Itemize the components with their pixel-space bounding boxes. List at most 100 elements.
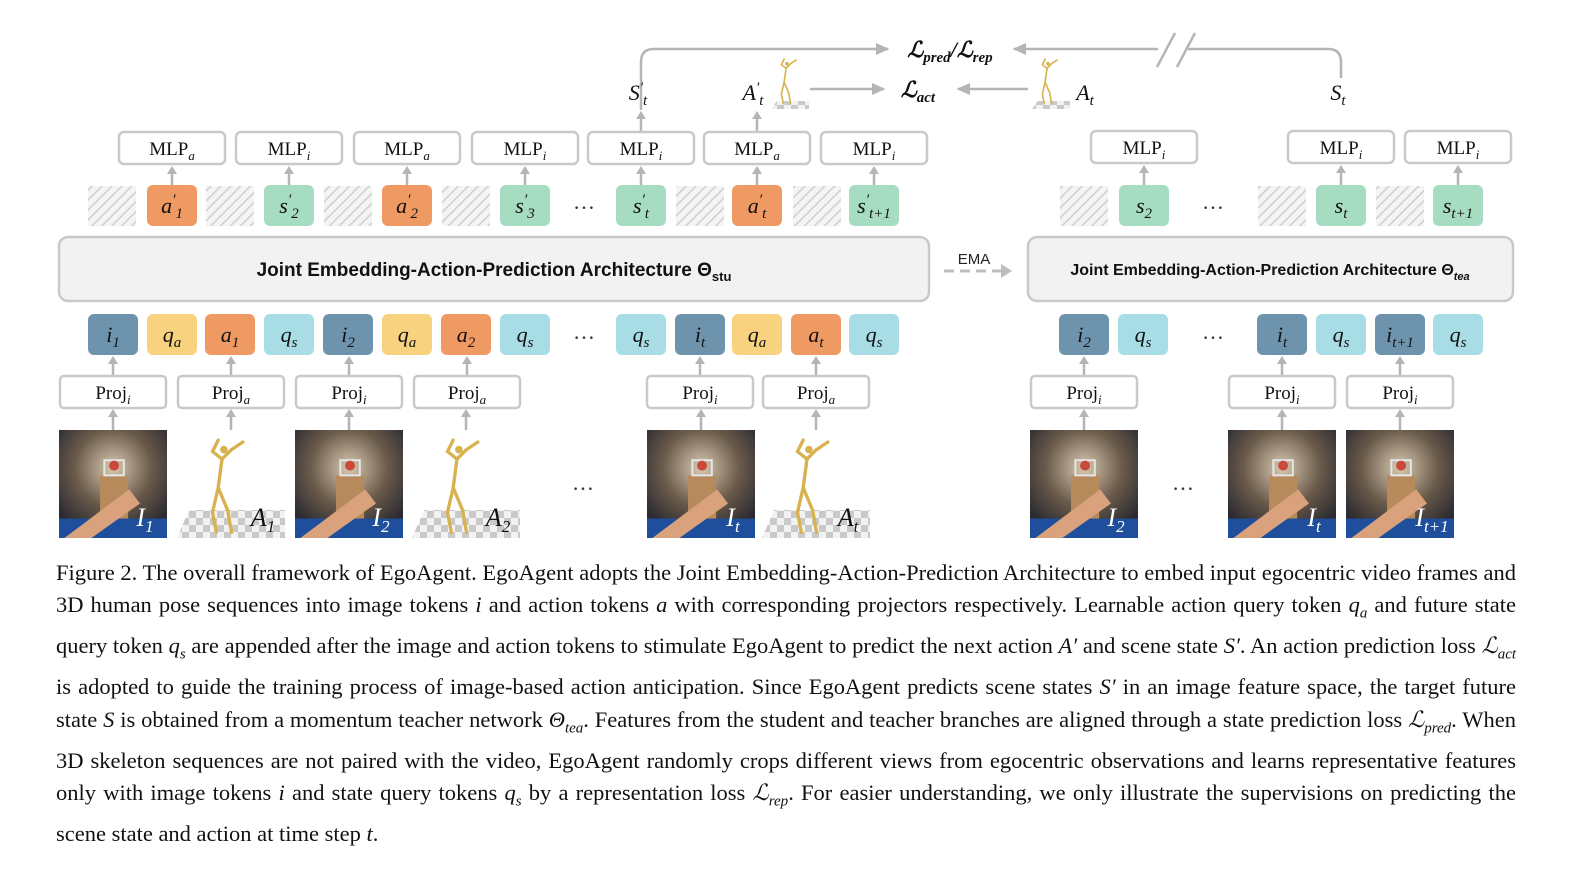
up-arrow-head: [1336, 165, 1346, 173]
student-input-token-label: i1: [106, 322, 120, 351]
teacher-backbone-label: Joint Embedding-Action-Prediction Archit…: [1070, 262, 1469, 283]
figure-caption: Figure 2. The overall framework of EgoAg…: [56, 557, 1516, 850]
skeleton-bone: [216, 485, 230, 513]
teacher-projector-label: Proji: [1382, 383, 1418, 407]
student-input-token: [205, 314, 255, 355]
student-projector-label: Proji: [331, 383, 367, 407]
student-frame-label: A2: [484, 503, 511, 536]
student-frame-label: I1: [135, 503, 153, 536]
student-input-token: [323, 314, 373, 355]
backboard: [1074, 459, 1096, 477]
student-video-frame: I2: [295, 430, 403, 538]
target-a-t: At: [1074, 80, 1094, 109]
teacher-projector-label: Proji: [1066, 383, 1102, 407]
student-input-token-label: i2: [341, 322, 355, 351]
student-mlp-box: [819, 130, 929, 166]
skeleton-bone: [780, 81, 785, 95]
student-input-token: [441, 314, 491, 355]
skeleton-bone: [795, 449, 809, 461]
skeleton-bone: [1041, 58, 1046, 66]
student-input-token-label: qs: [517, 322, 534, 351]
skeleton-bone: [1046, 62, 1053, 70]
caption-math: S: [103, 706, 115, 732]
skeleton-bone: [811, 508, 819, 534]
basketball: [1080, 460, 1091, 471]
caption-math: a: [656, 592, 668, 618]
skeleton-bone: [783, 67, 787, 83]
skeleton-bone: [220, 447, 234, 461]
teacher-output-token-label: s2: [1136, 193, 1153, 222]
skeleton-bone: [805, 447, 819, 461]
teacher-projector-box: [1227, 374, 1337, 410]
caption-math: ℒact: [1481, 633, 1517, 663]
caption-math: t: [366, 820, 373, 846]
caption-paragraph: Figure 2. The overall framework of EgoAg…: [56, 560, 1517, 846]
student-input-token: [147, 314, 197, 355]
student-mlp-box: [470, 130, 580, 166]
student-projector-box: [412, 374, 522, 410]
caption-math: A′: [1058, 633, 1078, 659]
teacher-mlp-box: [1286, 129, 1396, 165]
connector-arrows: [108, 111, 1463, 430]
arm: [1233, 489, 1309, 538]
ellipsis-teacher-outputs: …: [1202, 189, 1224, 214]
student-mlp-label: MLPi: [853, 139, 896, 163]
skeleton-bone: [1044, 67, 1048, 83]
skeleton-bone: [1044, 81, 1051, 94]
student-output-token: [500, 185, 550, 226]
student-input-token-label: a1: [221, 322, 239, 351]
student-output-token-label: s′t+1: [857, 192, 891, 222]
teacher-projector-label: Proji: [1264, 383, 1300, 407]
teacher-video-frame: It: [1228, 430, 1336, 538]
skeleton-bone: [455, 447, 469, 461]
student-input-token-label: qs: [866, 322, 883, 351]
skeleton-bone: [780, 58, 785, 66]
teacher-backbone-box: [1026, 235, 1515, 303]
ellipsis-teacher-inputs: …: [1202, 319, 1224, 344]
student-input-token: [791, 314, 841, 355]
up-arrow-head: [108, 356, 118, 364]
student-input-token: [382, 314, 432, 355]
up-arrow-head: [1453, 165, 1463, 173]
skeleton-bone: [445, 485, 455, 514]
up-arrow-head: [402, 166, 412, 174]
arm: [300, 489, 376, 538]
arm: [1035, 489, 1111, 538]
target-s-t: St: [1330, 80, 1346, 109]
up-arrow-head: [696, 409, 706, 417]
student-mlp-box: [117, 130, 227, 166]
student-projector-label: Proji: [682, 383, 718, 407]
caption-math: ℒrep: [752, 779, 789, 810]
student-mlp-label: MLPa: [734, 139, 780, 163]
connector-break-mark: [1155, 32, 1177, 68]
up-arrow-head: [167, 166, 177, 174]
teacher-input-token: [1316, 314, 1366, 355]
basketball: [1396, 460, 1407, 471]
caption-math: i: [278, 779, 285, 805]
basketball: [1278, 460, 1289, 471]
teacher-projector-box: [1029, 374, 1139, 410]
teacher-frame-label: I2: [1106, 503, 1125, 536]
up-arrow-head: [1079, 356, 1089, 364]
skeleton-head: [785, 61, 789, 66]
skeleton-head: [1046, 61, 1050, 66]
skeleton-head: [455, 445, 463, 454]
skeleton-bone: [229, 440, 245, 452]
up-arrow-head: [344, 409, 354, 417]
masked-token-placeholder: [793, 186, 841, 226]
student-mlp-box: [234, 130, 344, 166]
backboard: [691, 459, 713, 477]
up-arrow-head: [752, 166, 762, 174]
skeleton-bone: [801, 457, 809, 490]
up-arrow-head: [226, 409, 236, 417]
masked-token-placeholder: [1376, 186, 1424, 226]
skeleton-bone: [210, 438, 220, 454]
skeleton-bone: [226, 508, 234, 534]
ema-label: EMA: [958, 251, 991, 268]
masked-token-placeholder: [88, 186, 136, 226]
teacher-input-token-label: it+1: [1386, 322, 1414, 351]
teacher-output-token: [1316, 185, 1366, 226]
teacher-input-token-label: qs: [1333, 322, 1350, 351]
connector-break-mark: [1175, 32, 1197, 68]
